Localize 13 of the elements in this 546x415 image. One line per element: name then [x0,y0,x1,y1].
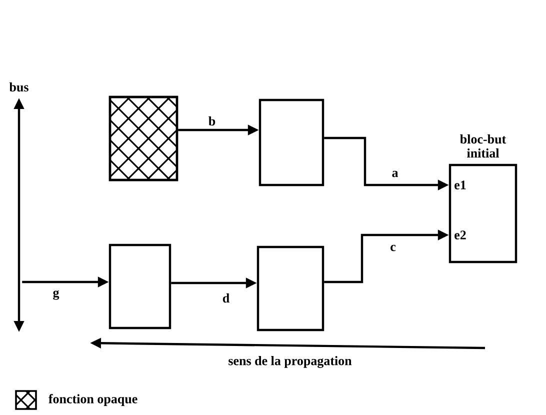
node-label: bloc-but initial [460,134,506,158]
caption-text: sens de la propagation [228,356,352,368]
block-box [256,246,324,332]
edge-label: b [207,115,217,127]
edge-label: c [389,244,397,252]
block-box [258,98,324,186]
target-block: bloc-but initial e1 e2 [448,134,518,264]
block-box [108,244,172,330]
legend-text: fonction opaque [48,394,138,406]
edge-label: d [221,292,231,304]
edge-label: a [390,170,400,178]
edge-label: g [52,289,60,301]
hatched-box [108,96,178,182]
